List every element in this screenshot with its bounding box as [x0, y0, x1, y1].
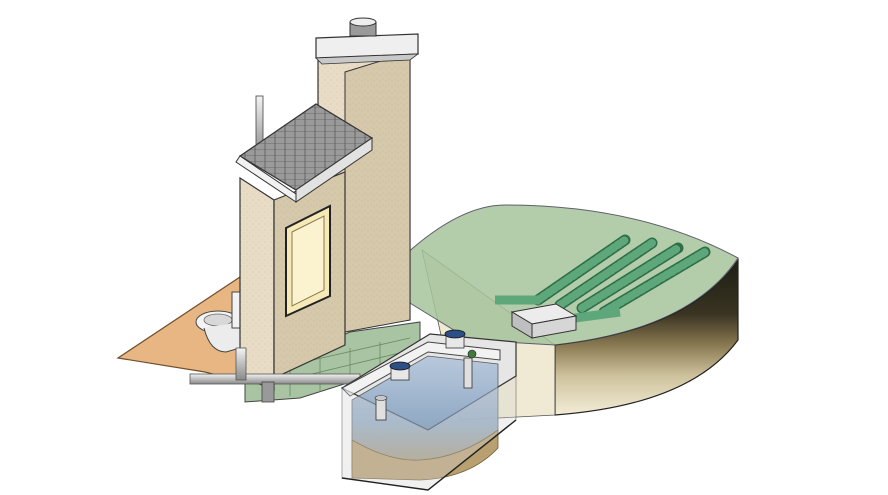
house-wall — [239, 95, 346, 391]
drain-field — [404, 204, 739, 421]
chimney-cap — [349, 17, 377, 37]
distribution-box — [510, 303, 578, 339]
drain-laterals — [495, 234, 711, 323]
tank-icon — [340, 329, 517, 491]
roof-icon — [235, 103, 374, 203]
window-icon — [285, 204, 331, 318]
tank-lid-inlet — [389, 361, 411, 381]
tank-lid-outlet — [444, 329, 466, 349]
